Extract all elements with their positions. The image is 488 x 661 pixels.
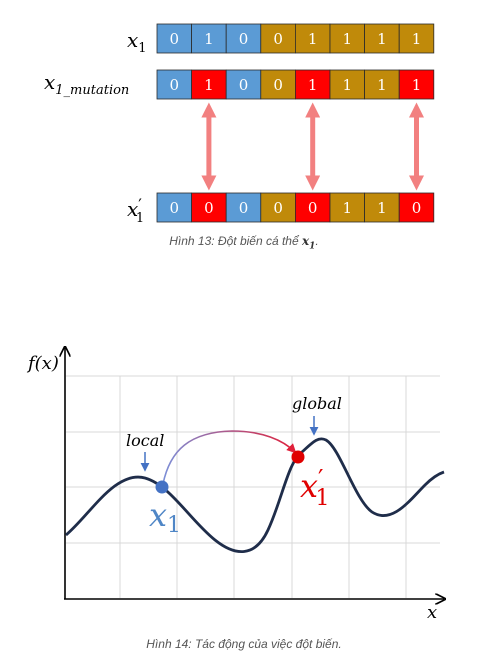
bit-value: 0 <box>273 76 283 94</box>
bit-cell <box>329 69 365 100</box>
row-label-x1-mutation: x1_mutation <box>44 70 129 98</box>
bit-value: 1 <box>343 76 353 94</box>
row-label-x1p-main: x <box>127 197 138 221</box>
figure-14-caption-text: Hình 14: Tác động của việc đột biến. <box>146 637 342 651</box>
bit-cell <box>329 23 365 54</box>
mutation-jump-arrow <box>162 430 297 485</box>
figure-13-caption-text: Hình 13: Đột biến cá thể <box>169 234 302 248</box>
mutation-arrows <box>201 102 424 191</box>
bit-cell <box>260 23 296 54</box>
global-label: global <box>292 394 342 413</box>
row-label-x1p-sub: 1 <box>136 211 144 226</box>
point-x1p-label-sub: 1 <box>316 486 330 511</box>
row-label-mutation-main: x <box>44 70 55 94</box>
bit-value: 0 <box>273 30 283 48</box>
figure-13-caption-math-main: x <box>301 234 310 248</box>
bit-cell <box>398 23 435 54</box>
bit-value: 0 <box>170 76 180 94</box>
bit-value: 0 <box>308 199 318 217</box>
bit-value: 0 <box>239 30 249 48</box>
point-x1-label-main: x <box>149 496 167 534</box>
bit-cell <box>398 192 435 223</box>
bit-value: 1 <box>343 199 353 217</box>
bit-row-x1-mutation: 0 1 0 0 1 1 1 1 <box>156 69 435 100</box>
y-axis-label: f(x) <box>26 353 59 374</box>
bit-value: 0 <box>170 199 180 217</box>
bit-row-x1: 0 1 0 0 1 1 1 1 <box>156 23 435 54</box>
point-x1p-label-main: x <box>300 467 318 505</box>
figure-13-caption-math: x1 <box>301 234 316 252</box>
bit-cell <box>191 192 227 223</box>
local-label: local <box>126 431 164 450</box>
bit-value: 0 <box>273 199 283 217</box>
row-label-x1p-prime: ′ <box>138 195 142 214</box>
row-label-x1-sub: 1 <box>138 41 146 56</box>
row-label-mutation-sub: 1_mutation <box>55 83 129 98</box>
figure-13-caption: Hình 13: Đột biến cá thể x1. <box>0 234 488 251</box>
bit-value: 0 <box>204 199 214 217</box>
bit-row-x1-prime: 0 0 0 0 0 1 1 0 <box>156 192 435 223</box>
bit-value: 1 <box>204 30 214 48</box>
bit-cell <box>364 192 400 223</box>
plot-grid <box>66 375 440 598</box>
bit-cell <box>191 69 227 100</box>
bit-value: 1 <box>308 76 318 94</box>
bit-cell <box>156 192 192 223</box>
bit-value: 0 <box>170 30 180 48</box>
point-x1 <box>155 480 169 494</box>
bit-cell <box>225 23 262 54</box>
figure-13-caption-math-sub: 1 <box>309 241 316 252</box>
point-x1-label: x1 <box>149 496 181 538</box>
bit-cell <box>260 69 296 100</box>
x-axis-label: x <box>427 602 437 623</box>
bit-value: 0 <box>412 199 422 217</box>
row-label-x1-main: x <box>127 28 138 52</box>
point-x1-prime-label: x′1 <box>300 465 330 511</box>
figure-13-caption-end: . <box>315 234 319 248</box>
bit-value: 1 <box>343 30 353 48</box>
bit-value: 1 <box>377 76 387 94</box>
point-x1-label-sub: 1 <box>167 513 181 538</box>
bit-value: 1 <box>377 30 387 48</box>
fitness-curve <box>65 437 445 554</box>
bit-value: 0 <box>239 76 249 94</box>
point-x1p-label-prime: ′ <box>318 465 323 493</box>
bit-value: 1 <box>204 76 214 94</box>
bit-cell <box>156 23 192 54</box>
figure-14-caption: Hình 14: Tác động của việc đột biến. <box>0 637 488 651</box>
row-label-x1-prime: x′1 <box>127 195 144 226</box>
bit-value: 1 <box>308 30 318 48</box>
bit-value: 1 <box>412 76 422 94</box>
bit-value: 1 <box>412 30 422 48</box>
point-x1-prime <box>291 450 305 464</box>
bit-cell <box>225 192 262 223</box>
bit-cell <box>191 23 227 54</box>
bit-cell <box>329 192 365 223</box>
bit-value: 1 <box>377 199 387 217</box>
row-label-x1: x1 <box>127 28 147 56</box>
bit-cell <box>294 192 331 223</box>
bit-cell <box>398 69 435 100</box>
bit-value: 0 <box>239 199 249 217</box>
bit-cell <box>260 192 296 223</box>
